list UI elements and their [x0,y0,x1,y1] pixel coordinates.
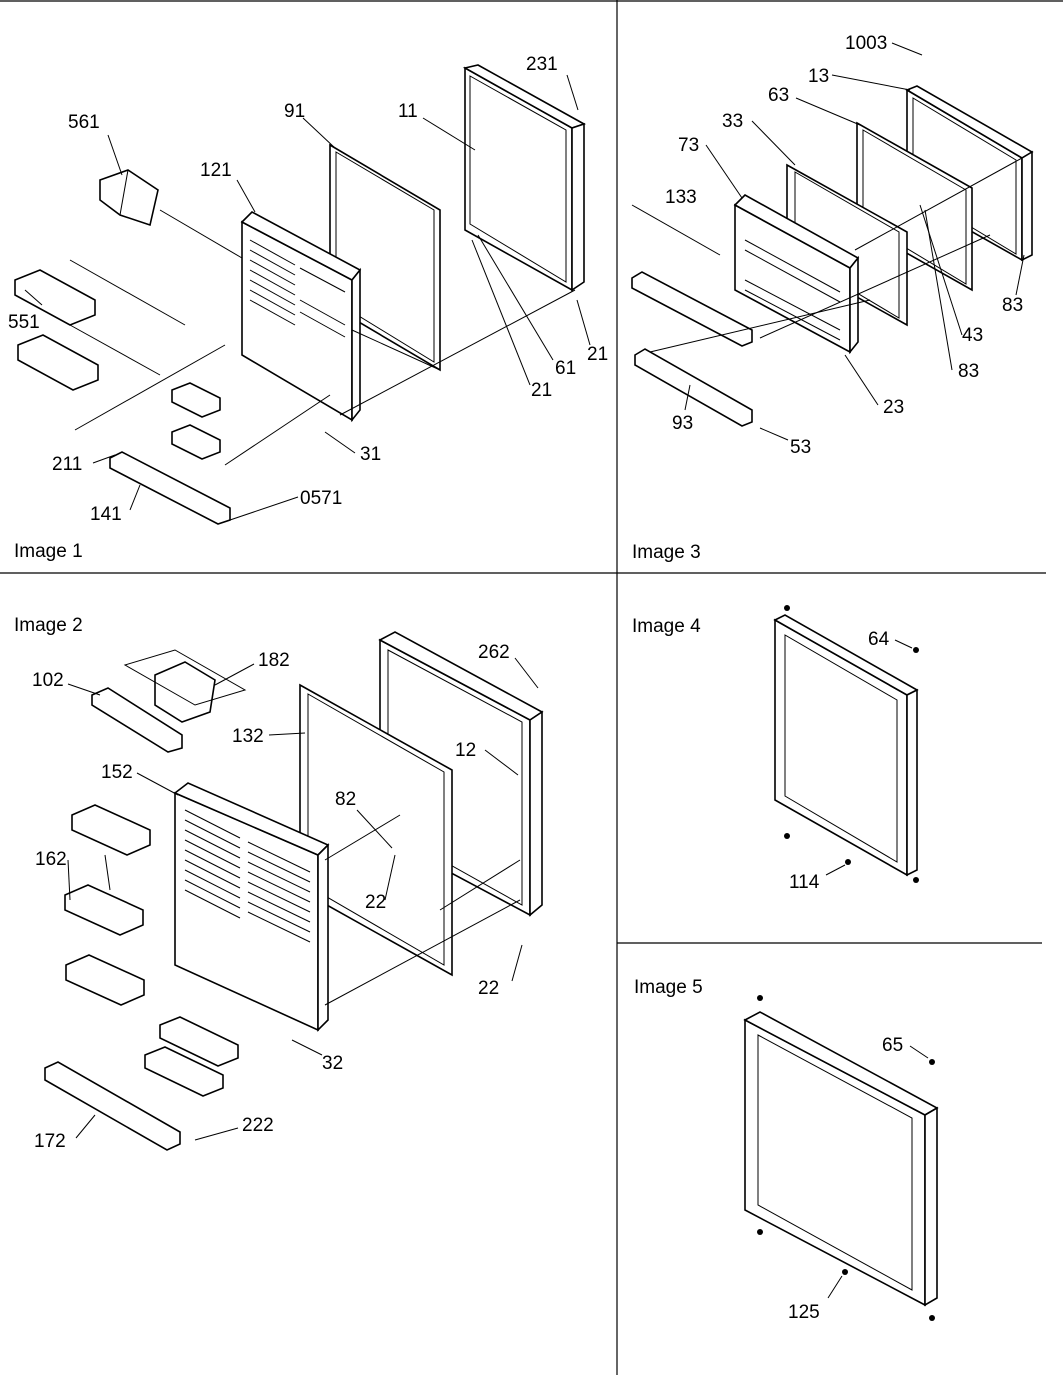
callout-label: 211 [52,454,82,475]
callout-label: 33 [722,111,743,132]
panel-image-2: Image 2 [14,615,544,1152]
callout-label: 91 [284,101,305,122]
callout-label: 22 [478,978,499,999]
callout-leaders [827,1045,929,1299]
callout-label: 21 [531,380,552,401]
callout-label: 125 [788,1302,820,1323]
callout-label: 65 [882,1035,903,1056]
callout-label: 61 [555,358,576,379]
callout-label: 182 [258,650,290,671]
panel-caption: Image 3 [632,542,701,563]
callout-label: 64 [868,629,890,650]
dairy-compartment [91,649,247,753]
callout-leaders [24,74,591,521]
frame-screws [757,995,935,1321]
callout-labels: 65 125 [788,1035,903,1323]
callout-labels: 561 121 91 11 231 551 21 61 21 31 211 14… [8,54,608,525]
callout-label: 561 [68,112,100,133]
callout-label: 11 [398,101,418,122]
callout-labels: 1003 13 63 33 73 133 83 43 83 23 93 53 [665,33,1023,458]
outer-door-panel [905,85,1034,262]
panel-caption: Image 4 [632,616,701,637]
callout-leaders [684,42,1025,441]
panel-image-3: Image 3 [631,33,1034,563]
callout-leaders [67,657,539,1141]
callout-label: 152 [101,762,133,783]
small-door-bins [171,382,221,460]
panel-image-4: Image 4 64 114 [632,605,919,893]
callout-label: 1003 [845,33,887,54]
callout-leaders [825,639,913,876]
door-rail [44,1061,181,1151]
outer-door-panel [462,64,586,292]
callout-labels: 102 182 262 132 12 152 82 162 22 22 32 1… [32,642,510,1152]
callout-label: 141 [90,504,122,525]
callout-label: 43 [962,325,983,346]
door-frame [773,614,919,877]
door-liner [240,211,362,423]
door-bins [64,804,239,1097]
panel-caption: Image 2 [14,615,83,636]
callout-label: 262 [478,642,510,663]
callout-label: 21 [587,344,608,365]
callout-label: 0571 [300,488,342,509]
panel-image-5: Image 5 65 125 [634,977,939,1323]
door-gasket [856,121,973,292]
dairy-compartment-door [99,169,159,227]
callout-label: 93 [672,413,693,434]
panel-caption: Image 5 [634,977,703,998]
callout-label: 23 [883,397,904,418]
callout-label: 82 [335,789,356,810]
callout-label: 31 [360,444,381,465]
callout-label: 102 [32,670,64,691]
panel-image-1: Image 1 [8,54,608,562]
door-bin-pair [14,269,99,391]
door-rails [631,271,753,427]
assembly-guides [104,814,521,1006]
assembly-guides [69,209,576,466]
panel-caption: Image 1 [14,541,83,562]
door-liner [733,194,860,355]
door-liner [173,782,330,1032]
door-frame [743,1011,939,1307]
callout-labels: 64 114 [789,629,890,893]
callout-label: 222 [242,1115,274,1136]
callout-label: 132 [232,726,264,747]
callout-label: 32 [322,1053,343,1074]
callout-label: 13 [808,66,829,87]
callout-label: 12 [455,740,476,761]
callout-label: 231 [526,54,558,75]
callout-label: 172 [34,1131,66,1152]
frame-screws [784,605,919,883]
callout-label: 53 [790,437,811,458]
assembly-guides [631,157,1023,353]
callout-label: 133 [665,187,697,208]
callout-label: 22 [365,892,386,913]
callout-label: 551 [8,312,40,333]
callout-label: 162 [35,849,67,870]
callout-label: 121 [200,160,232,181]
callout-label: 83 [1002,295,1023,316]
door-rail [109,451,231,525]
callout-label: 63 [768,85,789,106]
callout-label: 83 [958,361,979,382]
callout-label: 114 [789,872,820,893]
callout-label: 73 [678,135,699,156]
